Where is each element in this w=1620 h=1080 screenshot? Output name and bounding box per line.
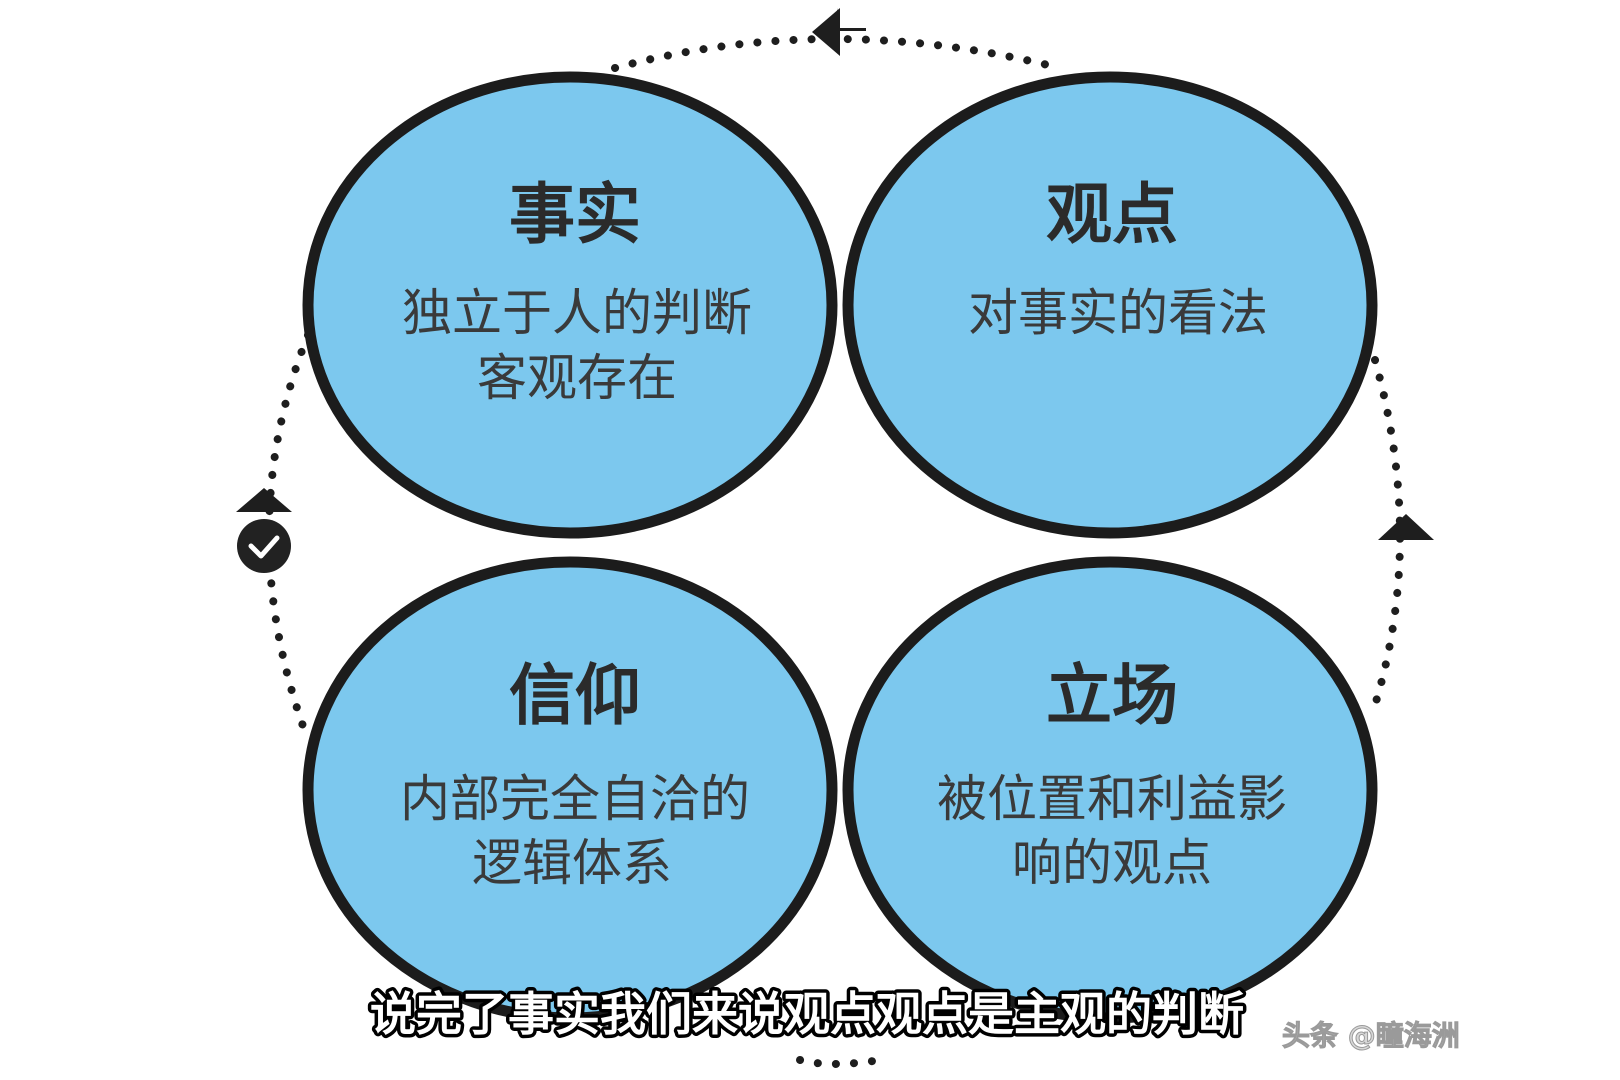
arrow-left-icon (837, 8, 866, 54)
circle-stance-line-1: 被位置和利益影 (937, 770, 1287, 828)
cycle-arc-bottom (796, 1056, 884, 1068)
circle-opinion-line-1: 对事实的看法 (968, 284, 1268, 342)
arrow-up-icon-right (1378, 514, 1434, 540)
circle-belief: 信仰 内部完全自洽的 逻辑体系 (302, 556, 838, 1024)
circle-opinion: 观点 对事实的看法 (842, 71, 1378, 539)
circle-belief-line-2: 逻辑体系 (472, 834, 672, 892)
video-subtitle: 说完了事实我们来说观点观点是主观的判断 (370, 987, 1244, 1041)
circle-fact: 事实 独立于人的判断 客观存在 (302, 71, 838, 539)
circle-opinion-title: 观点 (1046, 175, 1178, 253)
circle-fact-title: 事实 (509, 175, 641, 253)
watermark: 头条 @瞳海洲 (1282, 1019, 1460, 1052)
circle-fact-line-2: 客观存在 (477, 349, 677, 407)
circle-stance: 立场 被位置和利益影 响的观点 (842, 556, 1378, 1024)
circle-stance-line-2: 响的观点 (1012, 834, 1212, 892)
circle-fact-line-1: 独立于人的判断 (402, 284, 752, 342)
cycle-arc-left (265, 331, 312, 744)
circle-belief-line-1: 内部完全自洽的 (400, 770, 750, 828)
circle-belief-title: 信仰 (509, 656, 641, 734)
arrow-up-icon-left (236, 488, 292, 512)
check-circle-icon (237, 519, 291, 573)
circle-stance-title: 立场 (1046, 656, 1178, 734)
arrow-top-arrowhead-icon (812, 8, 840, 56)
